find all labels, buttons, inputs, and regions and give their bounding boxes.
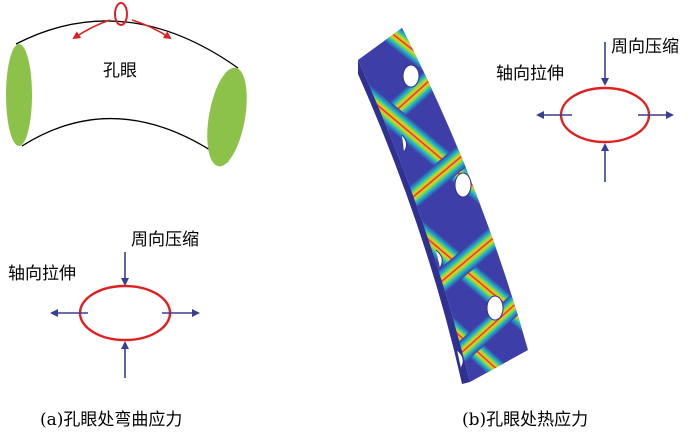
hole-ellipse-a	[78, 284, 172, 342]
circumferential-label-a: 周向压缩	[131, 230, 199, 250]
pipe-left-end	[6, 44, 32, 146]
plate-hole-2	[454, 172, 472, 198]
bent-pipe: 孔眼	[6, 2, 247, 167]
caption-b: (b)孔眼处热应力	[462, 410, 588, 430]
plate-notch-1	[401, 134, 408, 153]
circumferential-label-b: 周向压缩	[611, 37, 679, 57]
pipe-right-end	[207, 67, 247, 167]
caption-a: (a)孔眼处弯曲应力	[40, 410, 182, 430]
pipe-hole-label: 孔眼	[103, 61, 137, 81]
panel-a: 孔眼 周向压缩 轴向拉伸 (a)孔眼处弯曲应力	[6, 2, 247, 430]
hole-ellipse-b	[559, 86, 651, 144]
bend-arrow-right	[131, 19, 172, 40]
axial-label-b: 轴向拉伸	[496, 64, 564, 84]
panel-b: 周向压缩 轴向拉伸 (b)孔眼处热应力	[358, 28, 679, 430]
plate-notch-3	[456, 349, 464, 369]
stress-diagram-a: 周向压缩 轴向拉伸	[8, 230, 200, 378]
plate-hole-1	[402, 64, 420, 88]
plate-hole-3	[486, 295, 504, 321]
plate-notch-2	[435, 249, 443, 269]
axial-label-a: 轴向拉伸	[8, 264, 76, 284]
stress-diagram-b: 周向压缩 轴向拉伸	[496, 37, 679, 182]
pipe-hole	[114, 2, 128, 26]
bend-arrow-left	[72, 19, 111, 40]
